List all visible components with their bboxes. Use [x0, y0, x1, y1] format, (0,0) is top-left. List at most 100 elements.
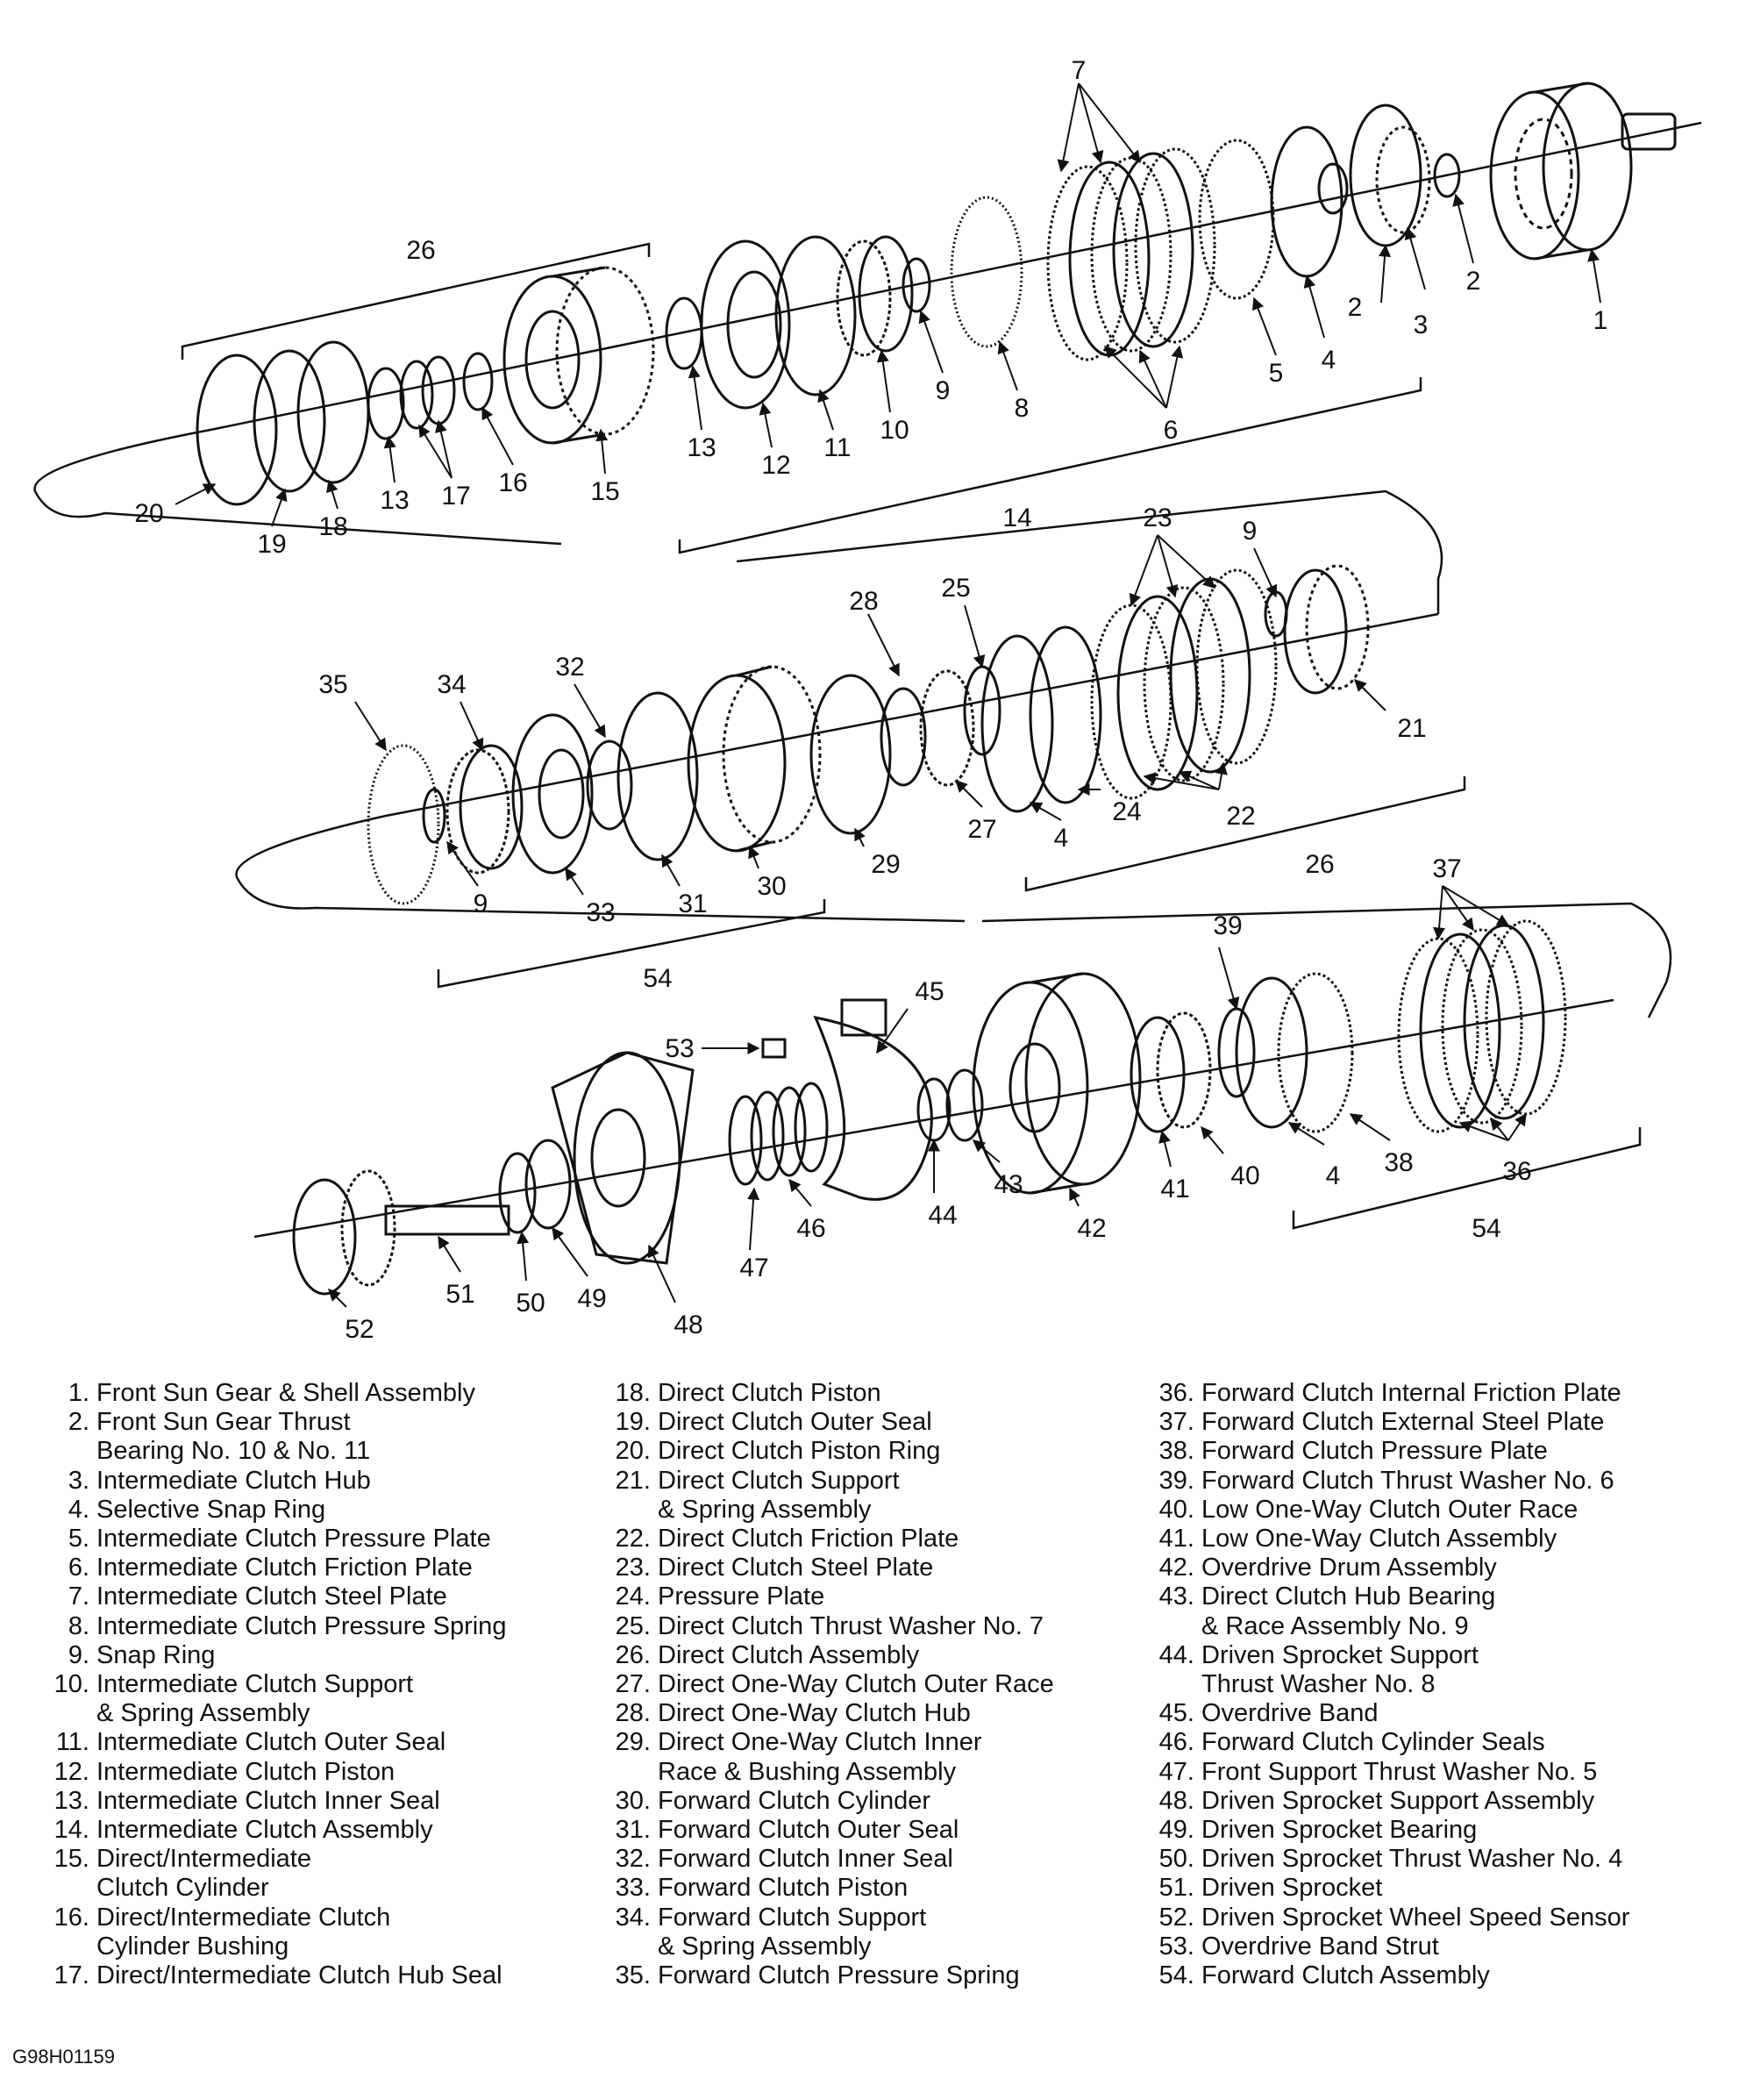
front-sun-gear-shell-part — [1489, 82, 1677, 261]
callout-13b: 13 — [380, 486, 409, 515]
legend-item-number: 1. — [68, 1379, 89, 1407]
figure-code: G98H01159 — [12, 2046, 116, 2068]
forward-cylinder-part — [687, 665, 822, 853]
legend-item-line: Low One-Way Clutch Assembly — [1201, 1525, 1557, 1554]
callout-43: 43 — [994, 1170, 1023, 1199]
callout-47: 47 — [739, 1254, 768, 1282]
callout-31: 31 — [678, 889, 707, 918]
overdrive-band-part — [813, 998, 933, 1201]
legend-item-text: Direct Clutch Thrust Washer No. 7 — [658, 1612, 1044, 1641]
legend-item-line: Direct Clutch Friction Plate — [658, 1525, 959, 1554]
snap-ring-part — [902, 257, 931, 313]
legend-item: 23.Direct Clutch Steel Plate — [596, 1554, 1140, 1582]
legend-item-text: Forward Clutch Piston — [658, 1874, 908, 1903]
legend-item-number: 47. — [1158, 1757, 1194, 1786]
driven-sprocket-bearing-part — [524, 1139, 572, 1230]
legend-item-number: 6. — [68, 1554, 89, 1582]
legend-item-text: Intermediate Clutch Pressure Spring — [96, 1612, 506, 1641]
forward-support-part — [445, 744, 524, 875]
legend-item-number: 9. — [68, 1640, 89, 1669]
legend-item-number: 33. — [615, 1874, 651, 1903]
legend-item-number: 13. — [53, 1786, 89, 1815]
legend-item-line: Intermediate Clutch Hub — [96, 1466, 371, 1495]
direct-piston-ring-part — [196, 354, 278, 506]
callout-7: 7 — [1072, 56, 1087, 85]
legend-item-number: 53. — [1158, 1932, 1194, 1961]
legend-item-line: Direct/Intermediate Clutch Hub Seal — [96, 1961, 502, 1990]
legend-item-line: & Spring Assembly — [96, 1699, 310, 1728]
legend-item-text: Forward Clutch Internal Friction Plate — [1201, 1379, 1621, 1408]
legend-item-line: Intermediate Clutch Piston — [96, 1757, 396, 1786]
pressure-plate-part — [1198, 139, 1275, 300]
legend-item-text: Overdrive Band Strut — [1201, 1932, 1439, 1961]
legend-item-text: Forward Clutch Thrust Washer No. 6 — [1201, 1467, 1614, 1496]
legend-item-number: 52. — [1158, 1903, 1194, 1932]
callout-39: 39 — [1213, 911, 1242, 940]
row1-parts — [196, 82, 1677, 506]
legend-item-line: Clutch Cylinder — [96, 1874, 269, 1903]
legend-item-text: Direct Clutch Hub Bearing& Race Assembly… — [1201, 1582, 1495, 1640]
legend-item: 10.Intermediate Clutch Support& Spring A… — [35, 1670, 596, 1728]
legend-item-number: 2. — [68, 1408, 89, 1437]
callout-11: 11 — [823, 433, 851, 462]
legend-item-text: Front Support Thrust Washer No. 5 — [1201, 1758, 1597, 1787]
legend-item-line: Direct/Intermediate — [96, 1845, 311, 1874]
legend-item: 45.Overdrive Band — [1140, 1699, 1701, 1728]
legend-item-line: Direct One-Way Clutch Inner — [658, 1728, 982, 1757]
legend-item-line: Snap Ring — [96, 1640, 216, 1669]
intermediate-clutch-hub-part — [1349, 104, 1431, 247]
callout-1: 1 — [1593, 306, 1608, 335]
callout-9: 9 — [936, 376, 951, 405]
legend-item-text: Direct/Intermediate Clutch Hub Seal — [96, 1961, 502, 1990]
legend-item-text: Intermediate Clutch Outer Seal — [96, 1728, 445, 1757]
legend-item-text: Driven Sprocket Wheel Speed Sensor — [1201, 1904, 1629, 1932]
snap-ring-part-3 — [980, 634, 1054, 813]
legend-item-line: Intermediate Clutch Friction Plate — [96, 1554, 473, 1582]
legend-item-text: Direct One-Way Clutch Hub — [658, 1699, 971, 1728]
legend-item-number: 39. — [1158, 1466, 1194, 1495]
legend-item-line: Direct Clutch Assembly — [658, 1640, 920, 1669]
callout-2b: 2 — [1348, 293, 1363, 322]
callout-3: 3 — [1414, 311, 1429, 339]
legend-item: 12.Intermediate Clutch Piston — [35, 1758, 596, 1787]
direct-support-part — [1283, 564, 1370, 695]
legend-item-line: Forward Clutch Pressure Plate — [1201, 1437, 1548, 1466]
legend-item: 25.Direct Clutch Thrust Washer No. 7 — [596, 1612, 1140, 1641]
legend-item: 50.Driven Sprocket Thrust Washer No. 4 — [1140, 1845, 1701, 1874]
legend-item-number: 34. — [615, 1903, 651, 1932]
snap-ring-part-2 — [1264, 590, 1288, 638]
legend-item-line: Direct Clutch Outer Seal — [658, 1408, 932, 1437]
legend-item-number: 3. — [68, 1466, 89, 1495]
callout-41: 41 — [1160, 1175, 1189, 1204]
legend-item-number: 10. — [53, 1670, 89, 1699]
legend-item-line: Front Support Thrust Washer No. 5 — [1201, 1757, 1598, 1786]
callout-4c: 4 — [1326, 1161, 1341, 1190]
assembly-brackets — [181, 242, 1642, 1230]
row3-parts — [292, 919, 1567, 1296]
small-seal-part — [367, 367, 405, 440]
legend-item-line: Forward Clutch Inner Seal — [658, 1845, 953, 1874]
legend-item-number: 21. — [615, 1466, 651, 1495]
legend-item: 11.Intermediate Clutch Outer Seal — [35, 1728, 596, 1757]
legend-item-line: Direct Clutch Support — [658, 1466, 900, 1495]
legend-item-number: 17. — [53, 1961, 89, 1990]
legend-item-line: Direct One-Way Clutch Hub — [658, 1699, 971, 1728]
sprocket-support-washer-part — [916, 1077, 951, 1142]
legend-item-line: Driven Sprocket — [1201, 1874, 1383, 1903]
legend-item-text: Forward Clutch Pressure Spring — [658, 1961, 1020, 1990]
legend-item: 53.Overdrive Band Strut — [1140, 1932, 1701, 1961]
callout-18: 18 — [318, 512, 347, 541]
callout-2: 2 — [1466, 267, 1481, 296]
snap-ring-part-5 — [1235, 976, 1308, 1129]
outer-seal-part — [774, 235, 857, 396]
callout-28: 28 — [849, 587, 878, 616]
callout-8: 8 — [1015, 394, 1030, 423]
callout-17: 17 — [441, 482, 470, 511]
legend-item-number: 23. — [615, 1554, 651, 1582]
legend-item: 40.Low One-Way Clutch Outer Race — [1140, 1496, 1701, 1525]
